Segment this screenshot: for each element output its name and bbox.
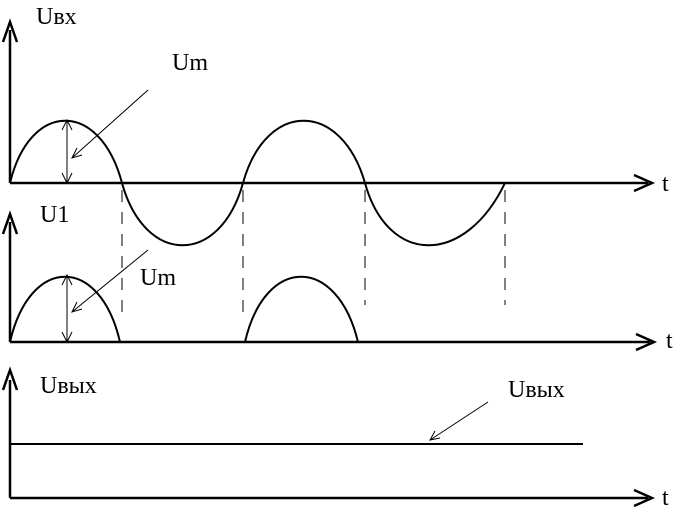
u1-axis-label: U1: [40, 202, 69, 228]
t-axis-mid-arrowhead: [635, 332, 658, 352]
uvyx-pointer-label: Uвых: [508, 377, 565, 403]
um-top-arrow-down: [61, 172, 73, 185]
t-axis-bottom-arrowhead: [633, 488, 656, 508]
uvyx-pointer-arrowhead: [429, 430, 441, 441]
t-axis-top-arrowhead: [633, 173, 656, 193]
u1-panel: U1 t Um: [1, 202, 673, 354]
um-top-arrow-up: [61, 118, 73, 131]
u1-axis-arrowhead: [1, 210, 19, 235]
input-sine-wave: [9, 119, 506, 247]
t-label-bottom: t: [662, 485, 669, 511]
um-top-pointer-line: [71, 89, 149, 159]
t-label-mid: t: [666, 328, 673, 354]
uvyx-axis-arrowhead: [1, 366, 19, 391]
t-label-top: t: [662, 171, 669, 197]
um-mid-label: Um: [140, 265, 176, 291]
um-top-label: Um: [172, 50, 208, 76]
um-mid-arrow-down: [61, 331, 73, 344]
um-mid-arrow-up: [61, 273, 73, 286]
output-voltage-panel: Uвых t Uвых: [1, 366, 669, 511]
uvyx-axis-label: Uвых: [40, 373, 97, 399]
u1-half-wave-1: [9, 275, 121, 343]
um-mid-pointer-line: [71, 249, 149, 313]
zero-crossing-projections: [121, 190, 506, 312]
u1-half-wave-2: [244, 275, 359, 343]
uvx-axis-label: Uвх: [36, 4, 77, 30]
um-mid-pointer-arrowhead: [71, 301, 83, 313]
um-top-pointer-arrowhead: [71, 147, 83, 159]
uvyx-pointer-line: [429, 401, 489, 441]
uvx-axis-arrowhead: [1, 18, 19, 43]
input-voltage-panel: Uвх t Um: [1, 4, 669, 247]
